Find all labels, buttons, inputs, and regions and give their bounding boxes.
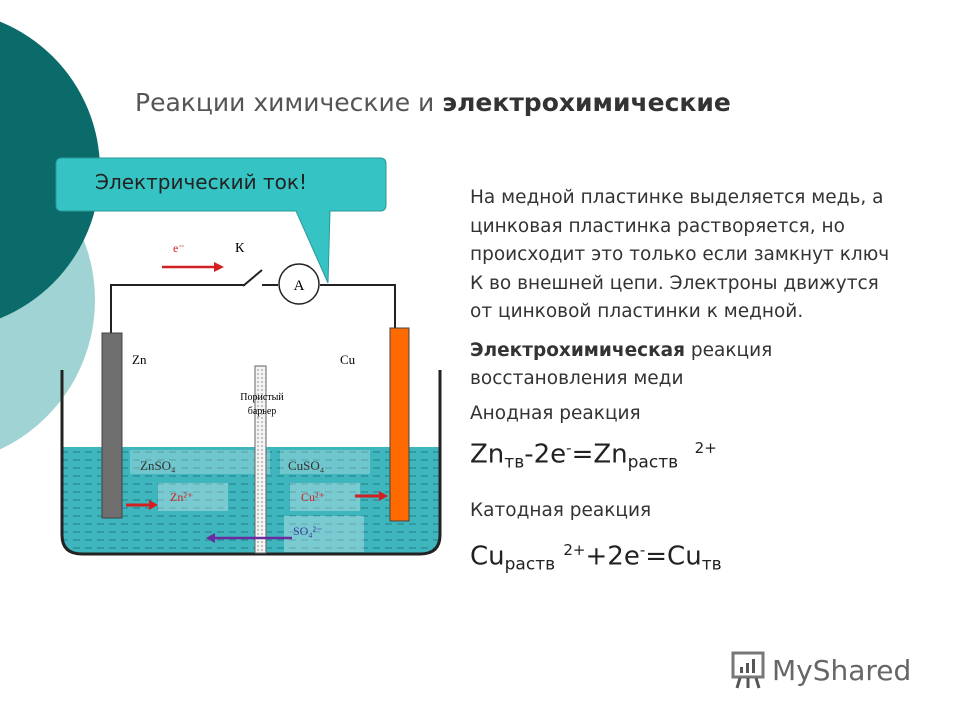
slide-title: Реакции химические и электрохимические xyxy=(135,88,731,117)
ammeter xyxy=(278,263,320,305)
anode-label: Анодная реакция xyxy=(470,402,641,424)
vessel xyxy=(60,370,442,556)
anode-equation: Znтв-2e-=Znраств 2+ xyxy=(470,439,717,473)
electron-label: e⁻ xyxy=(173,241,185,255)
myshared-logo: MyShared xyxy=(730,650,911,690)
presentation-board-icon xyxy=(731,651,765,689)
callout-text: Электрический ток! xyxy=(95,170,308,194)
explanation-text: На медной пластинке выделяется медь, а ц… xyxy=(470,184,930,579)
zn-label: Zn xyxy=(132,352,147,367)
wire xyxy=(110,284,396,333)
cuso4-label: CuSO₄ xyxy=(288,458,325,473)
callout-bubble xyxy=(55,157,387,284)
zinc-electrode xyxy=(101,332,123,519)
solution xyxy=(62,447,440,554)
dark-teal-circle xyxy=(0,21,100,319)
znso4-label: ZnSO₄ xyxy=(140,458,176,473)
logo-text: MyShared xyxy=(772,653,912,687)
barrier-label-2: барьер xyxy=(248,406,277,417)
cu-ion-label: Cu²⁺ xyxy=(301,490,325,504)
so4-ion-label: SO₄²⁻ xyxy=(293,524,322,538)
paragraph: На медной пластинке выделяется медь, а ц… xyxy=(470,187,890,322)
copper-electrode xyxy=(389,327,410,522)
zn-ion-label: Zn²⁺ xyxy=(170,490,193,504)
switch-key[interactable] xyxy=(242,269,263,287)
key-label: К xyxy=(235,241,245,256)
barrier-label-1: Пористый xyxy=(240,392,284,403)
ammeter-label: A xyxy=(294,278,305,294)
cathode-label: Катодная реакция xyxy=(470,500,652,522)
porous-barrier xyxy=(254,365,267,554)
reaction-heading: Электрохимическая реакция восстановления… xyxy=(470,339,773,390)
cathode-equation: Cuраств 2++2e-=Cuтв xyxy=(470,540,722,575)
cu-label: Cu xyxy=(340,352,356,367)
